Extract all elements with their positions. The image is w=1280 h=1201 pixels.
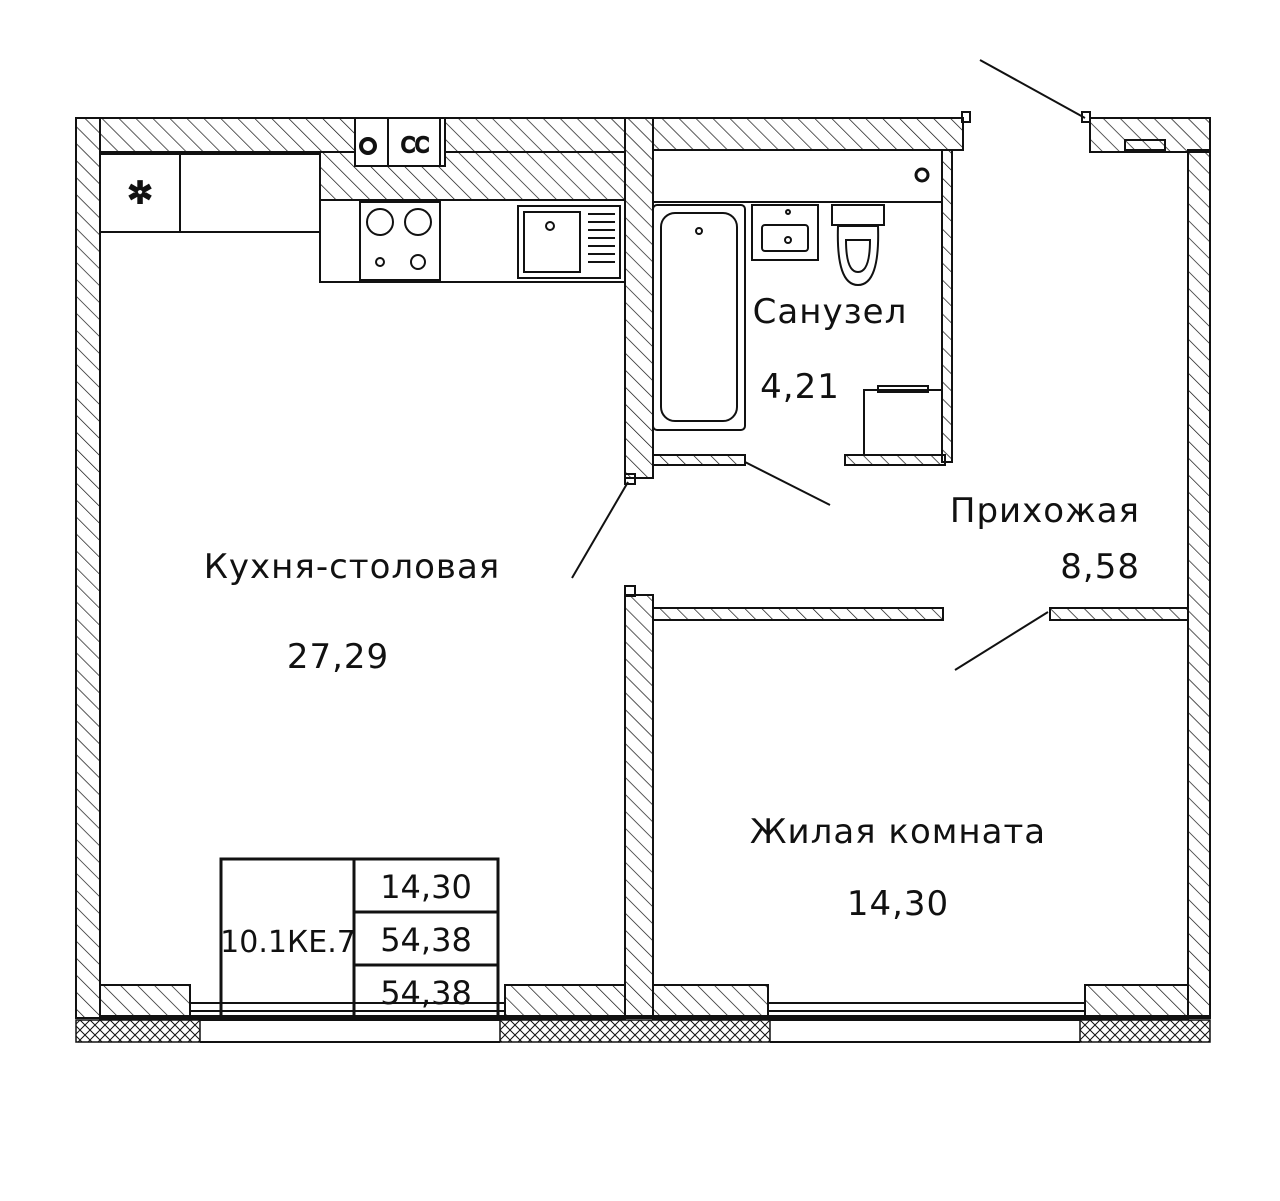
total-area-with-balcony-value: 54,38 [380, 974, 472, 1012]
hallway-niche [1124, 139, 1166, 151]
apartment-code: 10.1КЕ.7 [220, 925, 356, 960]
living-area-value: 14,30 [380, 868, 472, 906]
room-name-living: Жилая комната [750, 812, 1046, 852]
bathroom-fixtures [652, 149, 943, 456]
room-area-kitchen: 27,29 [287, 637, 389, 677]
exhaust-icon: ✲ [127, 176, 152, 211]
shaft-label: СС [401, 133, 429, 157]
room-name-bathroom: Санузел [753, 292, 908, 332]
room-area-hallway: 8,58 [1060, 547, 1140, 587]
facade-strip [75, 1019, 1211, 1043]
exterior-walls [75, 117, 1211, 1020]
summary-table [219, 857, 500, 1019]
room-name-hallway: Прихожая [950, 491, 1140, 531]
room-area-living: 14,30 [847, 884, 949, 924]
room-name-kitchen: Кухня-столовая [204, 547, 501, 587]
room-labels: Кухня-столовая 27,29 Санузел 4,21 Прихож… [204, 292, 1140, 924]
room-area-bathroom: 4,21 [760, 367, 840, 407]
total-area-value: 54,38 [380, 921, 472, 959]
windows [189, 1002, 1086, 1043]
doors [571, 59, 1091, 671]
kitchen-fixtures: ✲ СС [99, 118, 626, 283]
